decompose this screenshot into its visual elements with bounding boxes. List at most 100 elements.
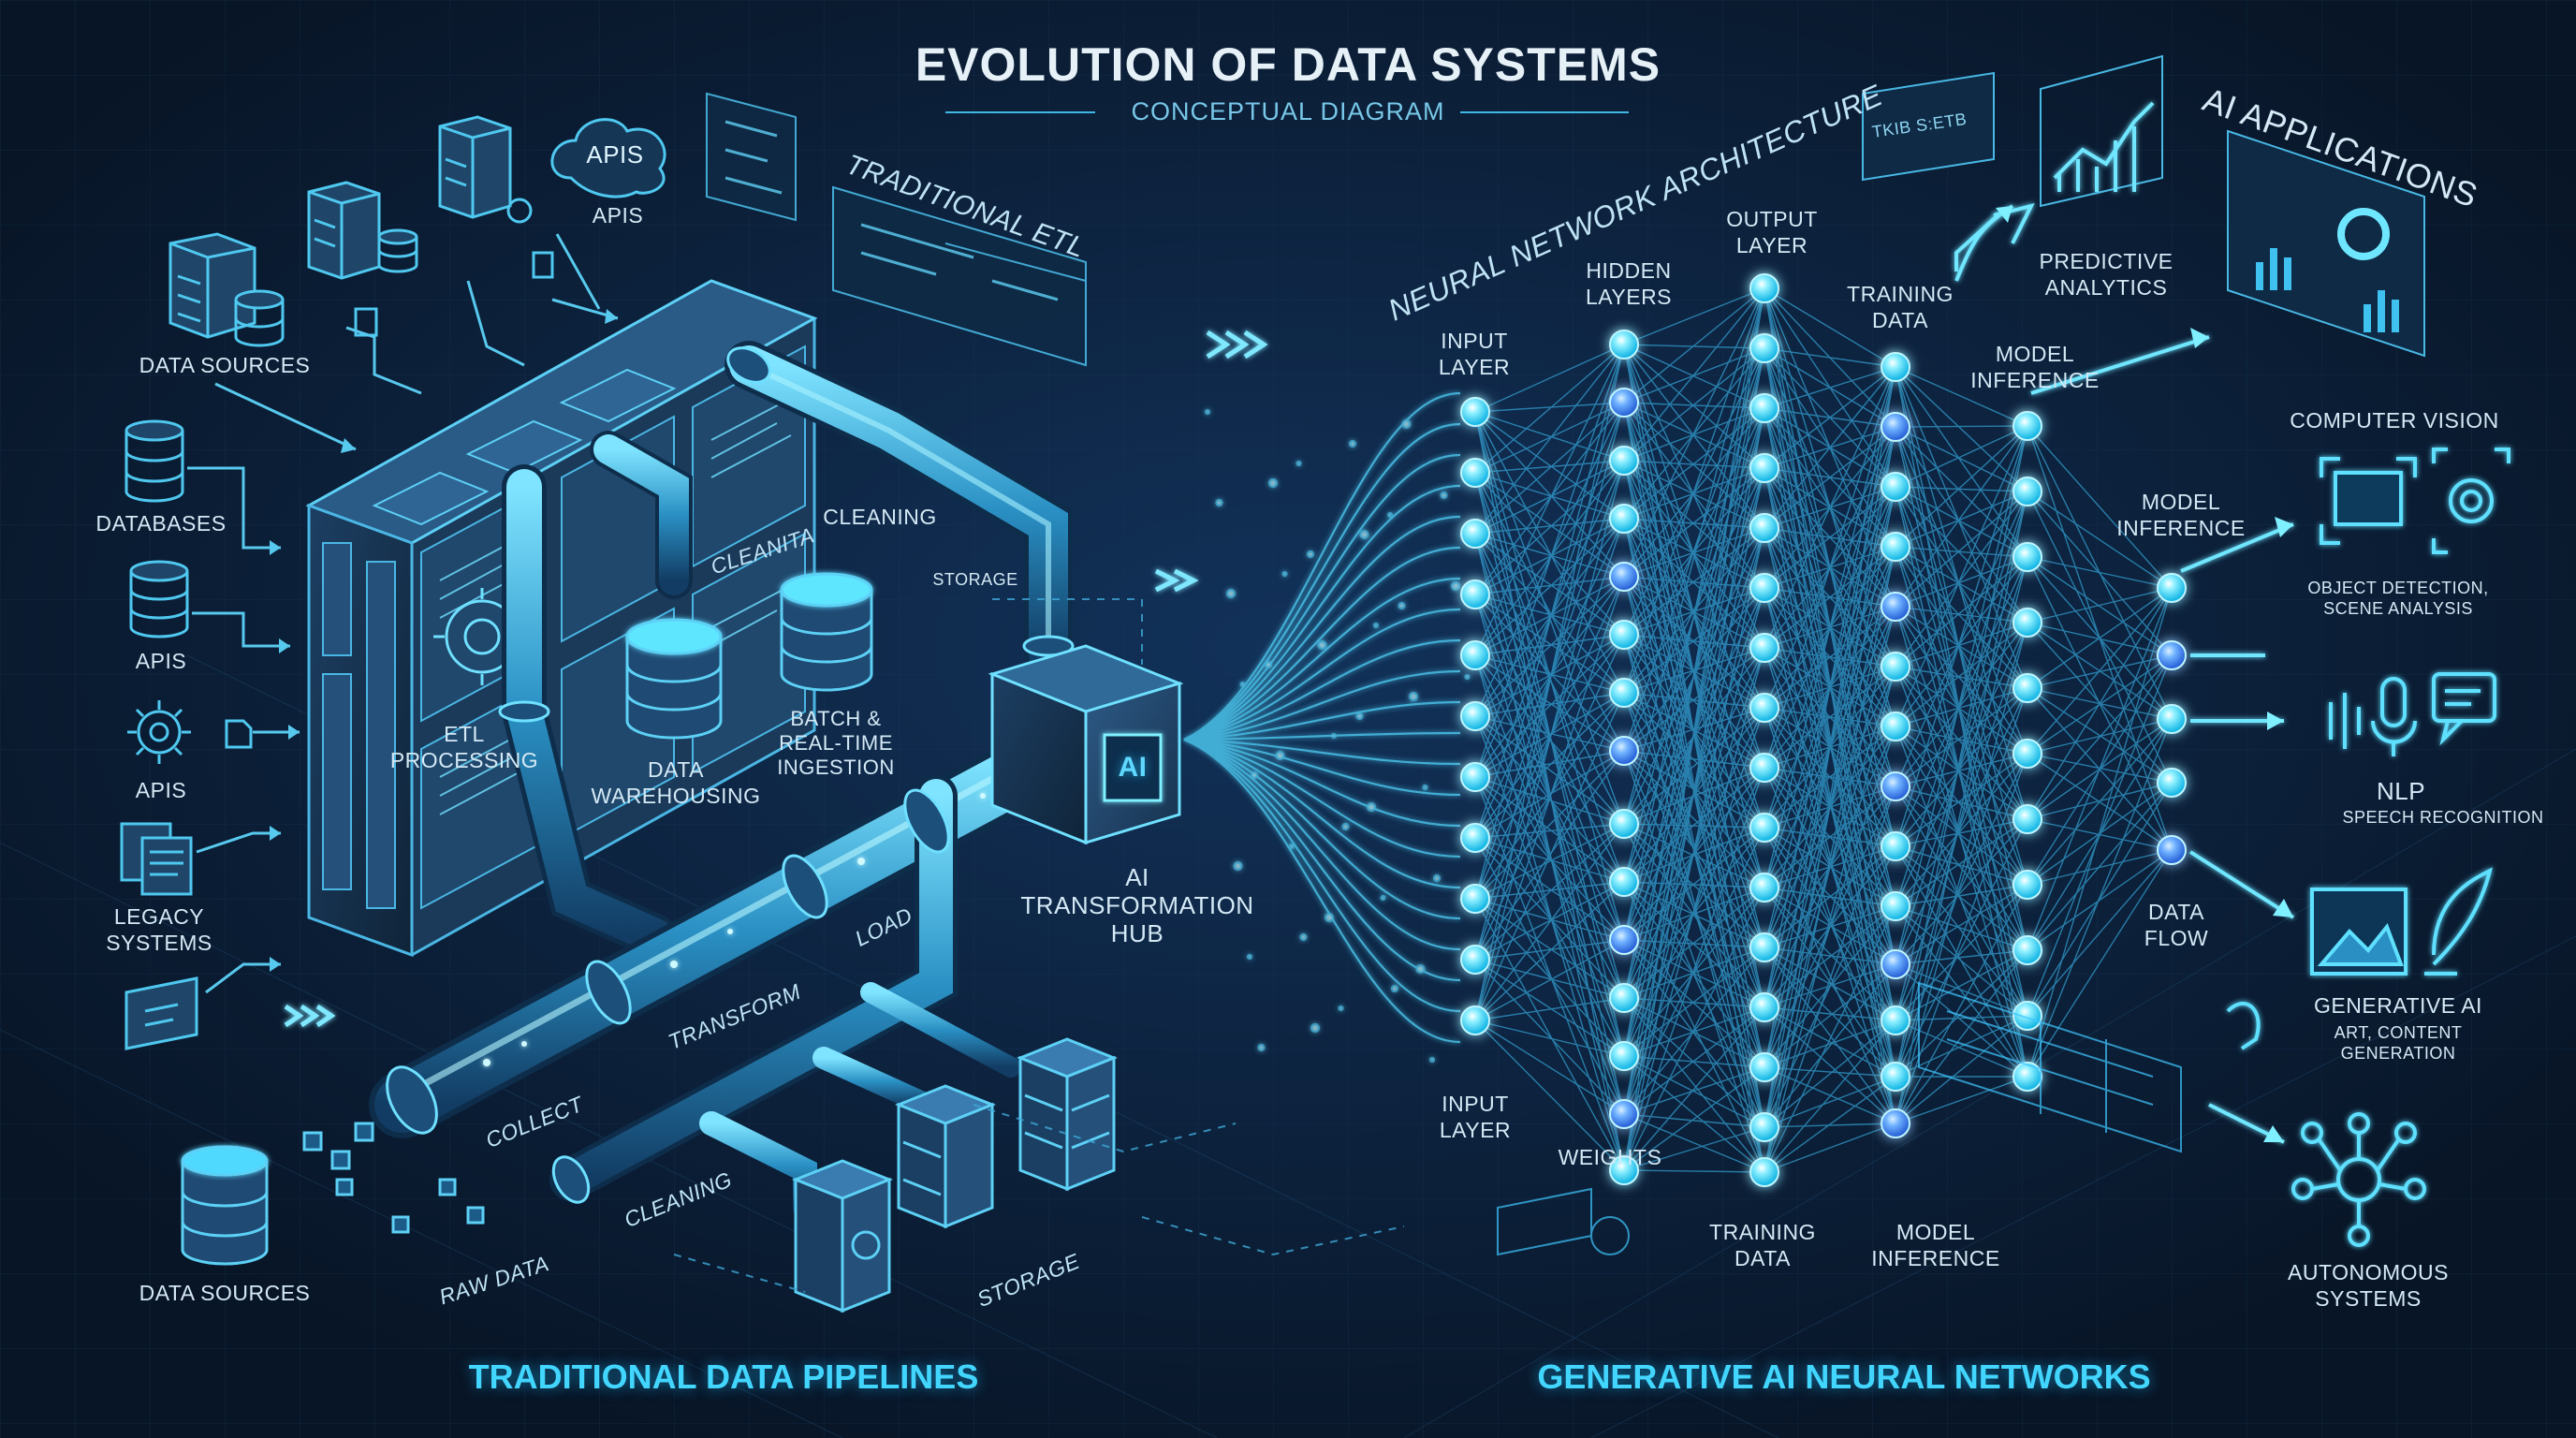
tech-strip (1497, 981, 2182, 1256)
nn-node (1881, 412, 1910, 442)
nn-edge (1895, 753, 2028, 787)
nn-edge (1474, 533, 1625, 578)
fan-line (1183, 738, 1461, 797)
nn-edge (1764, 486, 1896, 1128)
arrow-heads (270, 309, 618, 972)
fan-sparkle (1330, 732, 1338, 740)
nn-edge (1764, 366, 1896, 769)
label-model-inference-bottom: MODEL INFERENCE (1871, 1220, 2000, 1270)
label-training-data-bottom: TRAINING DATA (1709, 1220, 1816, 1270)
nn-edge (1623, 881, 1765, 948)
nn-edge (1895, 884, 2028, 907)
nn-edge (1895, 366, 2028, 427)
nn-edge (1895, 486, 2028, 492)
nn-edge (1895, 622, 2028, 668)
nn-edge (1623, 887, 1765, 1171)
fan-line (1183, 669, 1461, 741)
pipe-particles (483, 793, 986, 1066)
nn-edge (1895, 425, 2028, 488)
fan-sparkle (1422, 784, 1428, 791)
nn-node (2012, 608, 2042, 638)
nn-edge (1474, 837, 1625, 941)
nn-edge (1764, 347, 1896, 368)
nn-node (1749, 813, 1779, 843)
nn-node (1881, 472, 1910, 502)
nn-edge (1764, 905, 1896, 1173)
nn-edge (1474, 460, 1625, 474)
nn-edge (1895, 726, 2028, 820)
nn-edge (1764, 486, 1896, 589)
nn-edge (1764, 1020, 1896, 1173)
fan-line (1183, 738, 1461, 766)
nn-edge (1895, 785, 2028, 886)
nn-edge (1623, 939, 1765, 1068)
nn-edge (1895, 687, 2028, 1078)
nn-edge (1895, 425, 2028, 1078)
nn-edge (1895, 905, 2028, 951)
nn-edge (1764, 963, 1896, 1128)
label-apis-1: APIs (135, 649, 187, 673)
label-apis-cloud: APIs (586, 140, 644, 169)
nn-edge (1474, 823, 1625, 839)
nn-edge (2027, 687, 2173, 784)
nn-node (1881, 1108, 1910, 1138)
nn-edge (1895, 426, 2028, 1017)
nn-edge (1895, 556, 2028, 1078)
nn-node (2157, 835, 2187, 865)
pipe-joints (386, 346, 1075, 1204)
nn-edge (1895, 556, 2028, 965)
label-storage-top: STORAGE (932, 570, 1018, 589)
nn-edge (1623, 527, 1765, 1171)
fan-sparkle (1366, 801, 1377, 813)
nn-edge (1895, 556, 2028, 847)
nn-edge (1623, 881, 1765, 1008)
nn-node (2012, 739, 2042, 769)
nn-node (1749, 1052, 1779, 1082)
app-icons (2226, 448, 2510, 1247)
nn-edge (1764, 845, 1896, 1128)
nn-node (1609, 736, 1639, 766)
footer-traditional: TRADITIONAL DATA PIPELINES (468, 1357, 979, 1396)
nn-edge (2027, 491, 2173, 656)
nn-edge (1474, 576, 1625, 656)
storage-cubes (302, 1037, 1119, 1313)
nn-node (1881, 771, 1910, 801)
nn-edge (1474, 402, 1625, 413)
nn-edge (1764, 946, 1896, 965)
fan-sparkle (1464, 673, 1471, 681)
nn-edge (1474, 472, 1625, 578)
nn-edge (1474, 959, 1625, 1115)
nn-edge (1474, 1020, 1625, 1057)
label-data-sources-top: DATA SOURCES (139, 353, 311, 377)
nn-edge (1623, 1006, 1765, 1171)
fan-sparkle (1299, 932, 1308, 942)
nn-edge (1474, 472, 1625, 752)
fan-sparkle (1355, 712, 1364, 721)
label-apis-top: APIs (592, 203, 644, 227)
nn-edge (1764, 946, 1896, 1078)
nn-edge (1474, 776, 1625, 883)
nn-edge (1623, 587, 1765, 694)
nn-edge (1895, 491, 2028, 1124)
fan-sparkle (1386, 511, 1394, 519)
nn-edge (1895, 491, 2028, 907)
nn-edge (1623, 1006, 1765, 1115)
nn-edge (1895, 546, 2028, 1017)
nn-edge (1623, 946, 1765, 1057)
nn-edge (1895, 556, 2028, 608)
nn-node (1749, 753, 1779, 783)
nn-edge (1895, 546, 2028, 624)
nn-edge (1623, 647, 1765, 1171)
nn-edge (1764, 426, 1896, 1173)
fan-line (1183, 515, 1461, 741)
nn-edge (1474, 411, 1625, 578)
nn-edge (1895, 366, 2028, 951)
nn-node (2012, 1001, 2042, 1031)
nn-edge (1623, 576, 1765, 589)
nn-edge (1474, 460, 1625, 595)
nn-edge (1474, 881, 1625, 900)
nn-edge (1764, 905, 1896, 1008)
nn-edge (2027, 587, 2173, 624)
fan-sparkle (1257, 1043, 1266, 1052)
fan-line (1183, 738, 1461, 858)
